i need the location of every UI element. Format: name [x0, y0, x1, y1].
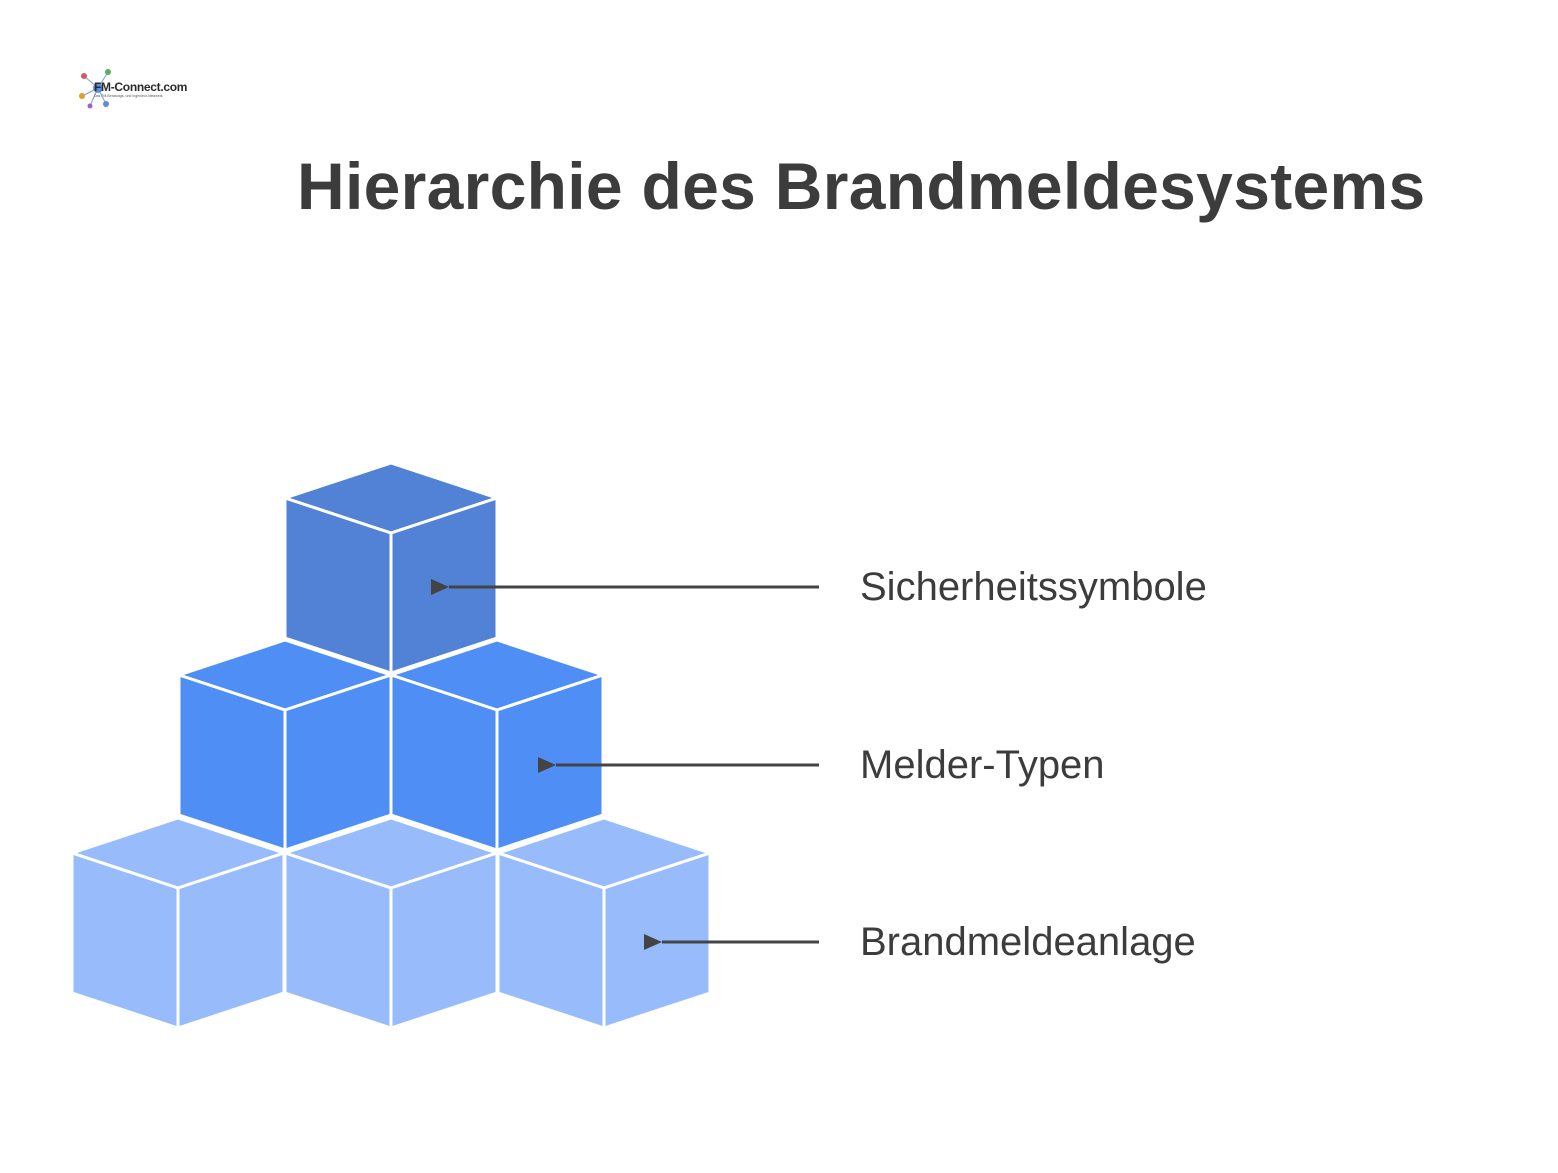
cube-top [283, 461, 499, 675]
logo-text: FM-Connect.com [94, 80, 188, 94]
fm-connect-logo: FM-Connect.com Das FM-Beratungs- und Ing… [78, 66, 187, 110]
cube-bottom-2 [283, 816, 499, 1030]
diagram-title: Hierarchie des Brandmeldesystems [297, 149, 1426, 223]
cube-bottom-3 [496, 816, 712, 1030]
cube-bottom-1 [70, 816, 286, 1030]
level-label-sicherheitssymbole: Sicherheitssymbole [860, 565, 1207, 609]
logo-tagline: Das FM-Beratungs- und Ingenieur-Netzwerk [94, 94, 163, 98]
level-label-brandmeldeanlage: Brandmeldeanlage [860, 920, 1196, 964]
cube-middle-1 [177, 638, 393, 852]
level-label-melder-typen: Melder-Typen [860, 743, 1105, 787]
network-logo-icon [79, 69, 111, 109]
arrow-group [431, 579, 819, 950]
cube-group [70, 461, 712, 1030]
cube-middle-2 [389, 638, 605, 852]
